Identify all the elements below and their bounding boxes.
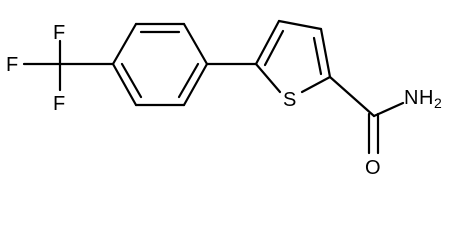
bond-thio-c3-c2-double	[312, 36, 323, 76]
bond-thio-c5-c4-double	[263, 29, 285, 67]
atom-amine-h: H	[419, 87, 433, 109]
atom-f-bottom: F	[53, 93, 65, 115]
atom-oxygen: O	[365, 157, 381, 179]
structure-canvas: F F F S O N H 2	[6, 19, 442, 179]
bond-thio-c2-s	[300, 75, 332, 94]
thiophene-ring	[254, 19, 332, 94]
atom-sulfur: S	[283, 89, 296, 111]
atom-f-top: F	[53, 22, 65, 44]
bond-thio-c5-c4	[254, 19, 281, 66]
bond-ring-1	[111, 22, 138, 66]
benzene-ring	[111, 22, 209, 107]
bond-thio-c3-c2	[319, 27, 332, 79]
bond-ring-double-left	[120, 62, 143, 99]
molecule-diagram: F F F S O N H 2	[6, 19, 442, 179]
bond-ring-double-right	[177, 62, 200, 99]
atom-amine-subscript: 2	[434, 95, 442, 111]
bond-thio-c4-c3	[277, 19, 323, 31]
bond-ring-4	[182, 62, 209, 107]
carboxamide-group	[328, 75, 405, 155]
atom-amine-n: N	[404, 87, 418, 109]
bond-ring-6	[111, 62, 138, 107]
bond-thiophene-carbonyl	[328, 75, 376, 118]
trifluoromethyl-bonds	[22, 39, 115, 92]
bond-ring-3	[182, 22, 209, 66]
bond-carbonyl-n	[372, 101, 405, 118]
bond-thio-s-c5	[254, 62, 282, 94]
atom-f-left: F	[6, 54, 18, 76]
